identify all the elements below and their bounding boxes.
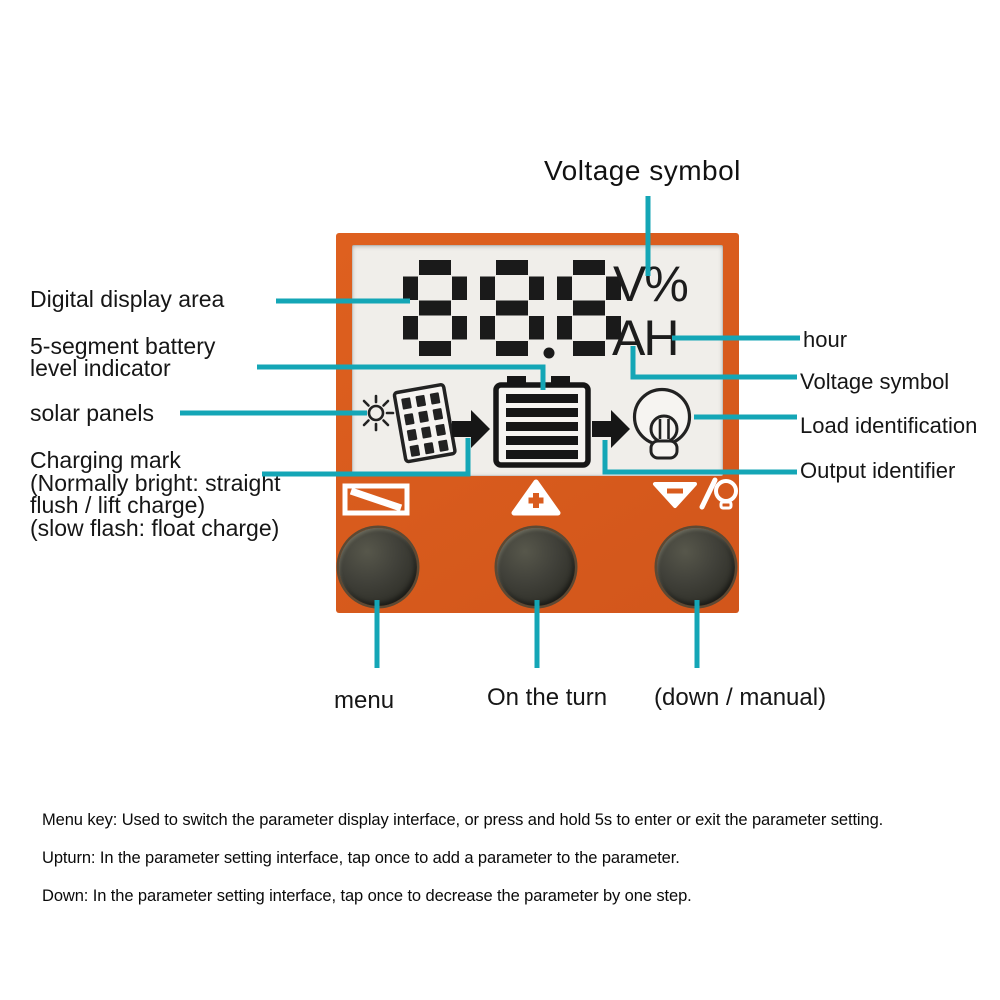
label-down-manual: (down / manual)	[654, 684, 827, 711]
down-triangle-minus-icon	[653, 482, 697, 508]
label-load-identification: Load identification	[800, 413, 978, 438]
label-hour: hour	[803, 327, 848, 352]
label-digital-display-area: Digital display area	[30, 286, 225, 312]
menu-button	[339, 528, 417, 606]
label-voltage-symbol-right: Voltage symbol	[800, 369, 950, 394]
down-button	[657, 528, 735, 606]
label-battery-level-indicator: 5-segment battery level indicator	[30, 333, 216, 381]
slash-divider	[699, 477, 718, 510]
charge-arrow-icon	[452, 410, 490, 448]
up-button	[497, 528, 575, 606]
label-menu: menu	[334, 687, 395, 714]
decimal-point	[543, 347, 555, 359]
label-on-the-turn: On the turn	[487, 684, 608, 711]
title-voltage-symbol: Voltage symbol	[544, 155, 741, 186]
battery-icon	[493, 376, 591, 468]
footnote-down: Down: In the parameter setting interface…	[42, 887, 692, 905]
seven-segment-display	[411, 268, 614, 359]
lcd-graphics: V% AH	[357, 256, 692, 468]
discharge-arrow-icon	[592, 410, 630, 448]
footnote-upturn: Upturn: In the parameter setting interfa…	[42, 849, 680, 867]
footnote-menu-key: Menu key: Used to switch the parameter d…	[42, 811, 884, 829]
solar-panel-icon	[392, 383, 457, 464]
solar-charge-controller: V% AH	[336, 233, 739, 613]
lcd-screen: V% AH	[352, 245, 723, 476]
sun-icon	[357, 394, 395, 432]
up-triangle-plus-icon	[511, 479, 561, 516]
load-bulb-icon	[632, 387, 692, 460]
label-charging-mark: Charging mark (Normally bright: straight…	[30, 447, 281, 541]
unit-amp-hour: AH	[612, 310, 677, 366]
battery-charge-indicator-icon	[342, 483, 410, 516]
label-output-identifier: Output identifier	[800, 458, 956, 483]
keypad-icons	[342, 477, 738, 516]
unit-volt-percent: V%	[613, 256, 687, 312]
small-bulb-icon	[714, 479, 738, 510]
label-solar-panels: solar panels	[30, 400, 155, 426]
